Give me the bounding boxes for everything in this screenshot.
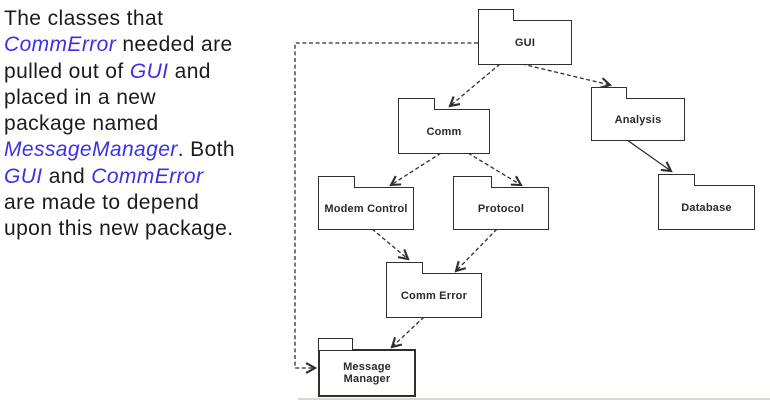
package-tab — [317, 175, 355, 188]
package-label: GUI — [514, 36, 536, 49]
arrow-comm-to-modem-control — [389, 152, 442, 187]
arrow-modem-control-to-comm-error — [371, 228, 410, 261]
caption-line: upon this new package. — [4, 216, 304, 242]
package-analysis: Analysis — [590, 86, 685, 141]
package-tab — [477, 8, 514, 21]
caption-segment: and — [42, 164, 92, 188]
package-tab — [657, 173, 695, 186]
package-tab — [385, 261, 423, 274]
caption-segment-gui: GUI — [129, 59, 169, 83]
arrow-comm-error-to-message-manager — [390, 316, 425, 349]
caption-segment: pulled out of — [4, 59, 130, 83]
package-message-manager: Message Manager — [318, 338, 416, 397]
package-label: Database — [681, 201, 732, 214]
package-label: Modem Control — [324, 202, 408, 215]
package-label: Comm Error — [400, 289, 468, 302]
package-tab — [318, 338, 353, 350]
caption-segment-commerror: CommError — [4, 33, 117, 57]
caption-segment: . Both — [177, 138, 235, 162]
package-gui: GUI — [477, 8, 572, 65]
caption-segment: placed in a new — [4, 85, 156, 109]
caption-segment: upon this new package. — [4, 217, 234, 241]
caption-line: CommError needed are — [4, 32, 304, 58]
caption-line: are made to depend — [4, 190, 304, 216]
arrow-gui-to-message-manager — [294, 42, 478, 374]
caption-line: The classes that — [4, 6, 304, 32]
package-comm-error: Comm Error — [385, 261, 482, 318]
package-modem-control: Modem Control — [317, 175, 414, 230]
arrow-gui-to-analysis — [521, 63, 613, 89]
package-tab — [590, 86, 627, 99]
arrow-protocol-to-comm-error — [454, 228, 498, 273]
arrow-analysis-to-database — [626, 139, 673, 173]
caption-line: package named — [4, 111, 304, 137]
package-label: Message Manager — [343, 361, 391, 385]
caption-segment-gui: GUI — [4, 164, 43, 188]
caption-line: placed in a new — [4, 85, 304, 111]
caption-line: GUI and CommError — [4, 164, 304, 190]
package-protocol: Protocol — [452, 175, 549, 230]
package-label: Protocol — [477, 202, 525, 215]
arrow-comm-to-protocol — [467, 152, 523, 187]
caption-segment: package named — [4, 112, 159, 136]
caption-segment: needed are — [116, 33, 233, 57]
caption-segment: are made to depend — [4, 191, 200, 215]
caption-line: MessageManager. Both — [4, 137, 304, 163]
caption-text: The classes that CommError needed are pu… — [4, 6, 304, 243]
package-tab — [397, 97, 435, 110]
caption-line: pulled out of GUI and — [4, 59, 304, 85]
slide-bottom-rule — [298, 398, 770, 400]
package-label: Comm — [426, 125, 462, 138]
caption-segment: The classes that — [4, 7, 164, 30]
package-label: Analysis — [614, 113, 662, 126]
package-tab — [452, 175, 492, 188]
caption-segment: and — [168, 59, 211, 83]
package-comm: Comm — [397, 97, 490, 154]
package-database: Database — [657, 173, 755, 230]
arrow-gui-to-comm — [448, 63, 501, 108]
caption-segment-messagemanager: MessageManager — [4, 138, 178, 162]
caption-segment-commerror: CommError — [91, 164, 204, 188]
